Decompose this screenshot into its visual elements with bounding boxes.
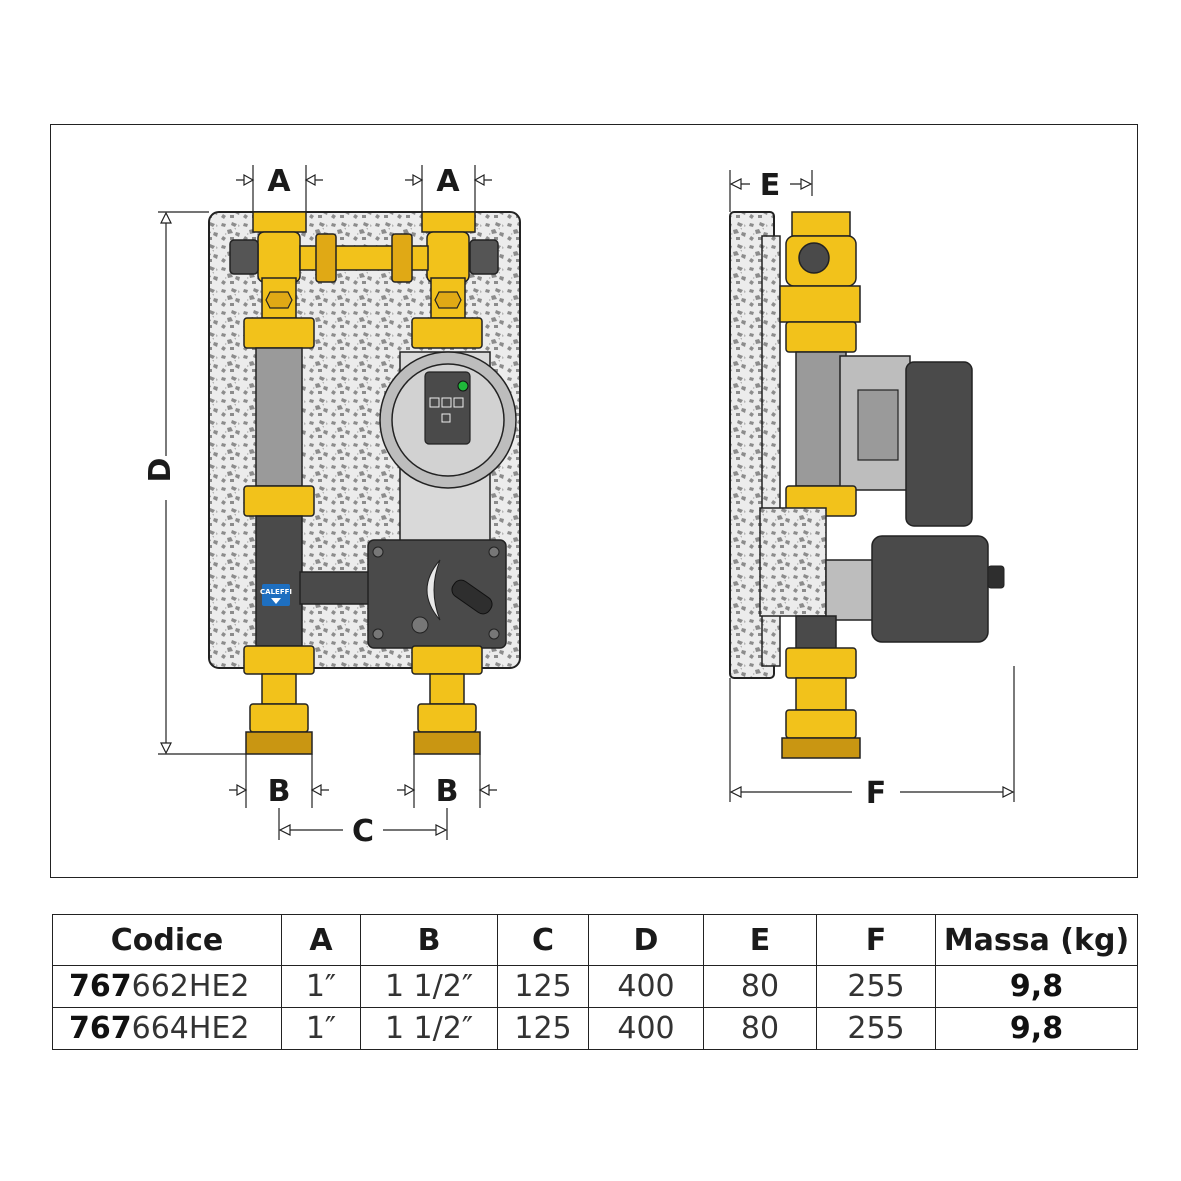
- side-valve-handle-icon: [798, 242, 830, 274]
- header-c: C: [497, 914, 589, 966]
- dim-label-c: C: [352, 814, 374, 849]
- specification-table: Codice A B C D E F Massa (kg) 767662HE2 …: [52, 914, 1138, 1050]
- caleffi-badge-label: CALEFFI: [260, 588, 292, 596]
- left-middle-nut: [243, 485, 315, 517]
- table-header-row: Codice A B C D E F Massa (kg): [52, 914, 1138, 966]
- cell-b: 1 1/2″: [360, 1007, 498, 1050]
- dim-label-a-left: A: [267, 164, 291, 199]
- status-led-icon: [457, 380, 469, 392]
- cell-a: 1″: [281, 1007, 361, 1050]
- table-row: 767662HE2 1″ 1 1/2″ 125 400 80 255 9,8: [52, 965, 1138, 1008]
- dim-label-f: F: [866, 776, 887, 811]
- dim-label-d: D: [143, 458, 178, 483]
- cell-codice: 767662HE2: [52, 965, 282, 1008]
- bypass-connection: [299, 233, 429, 283]
- cell-massa: 9,8: [935, 965, 1138, 1008]
- dimension-arrows-side: [729, 178, 1015, 798]
- header-massa: Massa (kg): [935, 914, 1138, 966]
- left-supply-valve: [229, 211, 307, 319]
- dim-label-b-left: B: [268, 774, 291, 809]
- header-a: A: [281, 914, 361, 966]
- side-actuator: [825, 535, 1005, 643]
- side-lower-fitting: [781, 647, 861, 759]
- left-pipe: [255, 347, 303, 487]
- cell-c: 125: [497, 965, 589, 1008]
- cell-e: 80: [703, 1007, 817, 1050]
- left-handle-icon: [229, 239, 259, 275]
- cell-d: 400: [588, 1007, 704, 1050]
- cell-d: 400: [588, 965, 704, 1008]
- pump-control-panel: [424, 371, 471, 445]
- dim-label-a-right: A: [436, 164, 460, 199]
- cell-e: 80: [703, 965, 817, 1008]
- dim-label-b-right: B: [436, 774, 459, 809]
- left-upper-nut: [243, 317, 315, 349]
- side-pipe: [795, 351, 847, 487]
- header-b: B: [360, 914, 498, 966]
- header-codice: Codice: [52, 914, 282, 966]
- technical-drawing: CALEFFI: [143, 164, 1015, 849]
- cell-massa: 9,8: [935, 1007, 1138, 1050]
- cell-c: 125: [497, 1007, 589, 1050]
- right-upper-nut: [411, 317, 483, 349]
- side-pump-motor: [839, 355, 973, 527]
- cell-codice: 767664HE2: [52, 1007, 282, 1050]
- circulator-pump: [379, 351, 517, 543]
- left-lower-pipe: [255, 515, 303, 647]
- left-return-fitting: [243, 645, 315, 755]
- side-insulation-block: [759, 507, 827, 617]
- mixing-valve-actuator: [299, 539, 507, 649]
- side-upper-valve: [779, 211, 861, 353]
- drawing-frame: [50, 124, 1138, 878]
- caleffi-badge: [262, 584, 290, 606]
- side-actuator-knob-icon: [987, 565, 1005, 589]
- cell-a: 1″: [281, 965, 361, 1008]
- right-handle-icon: [469, 239, 499, 275]
- cell-f: 255: [816, 965, 936, 1008]
- cell-b: 1 1/2″: [360, 965, 498, 1008]
- dim-label-e: E: [760, 168, 781, 203]
- table-row: 767664HE2 1″ 1 1/2″ 125 400 80 255 9,8: [52, 1007, 1138, 1050]
- actuator-knob-icon: [451, 579, 493, 615]
- cell-f: 255: [816, 1007, 936, 1050]
- header-d: D: [588, 914, 704, 966]
- side-lower-pipe: [795, 615, 837, 651]
- header-f: F: [816, 914, 936, 966]
- right-supply-valve: [421, 211, 499, 319]
- dimension-arrows-front: [160, 173, 490, 836]
- right-return-fitting: [411, 645, 483, 755]
- header-e: E: [703, 914, 817, 966]
